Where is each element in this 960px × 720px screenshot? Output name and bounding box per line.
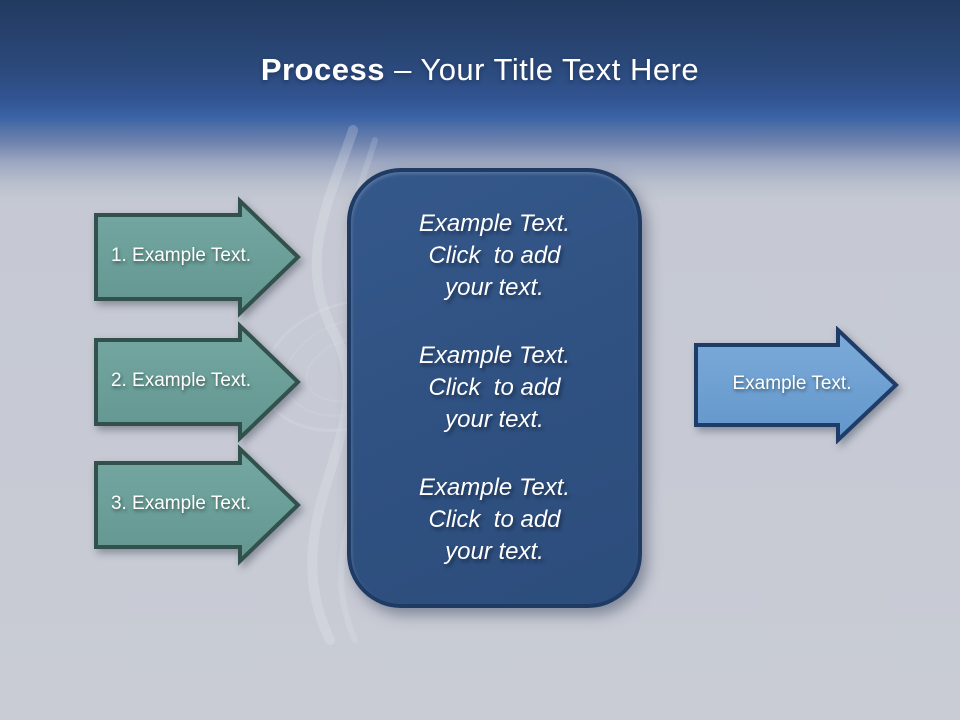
step-label-3: 3. Example Text. [110,493,252,514]
step-arrow-3[interactable]: 3. Example Text. [94,443,304,567]
process-detail-box[interactable]: Example Text. Click to add your text. Ex… [347,168,642,608]
output-arrow[interactable]: Example Text. [694,326,900,444]
placeholder-text-2[interactable]: Example Text. Click to add your text. [418,342,571,433]
placeholder-text-1[interactable]: Example Text. Click to add your text. [418,210,571,301]
arrow-right-shape [94,196,301,318]
step-label-1: 1. Example Text. [110,245,252,266]
title-rest: – Your Title Text Here [384,52,700,87]
step-arrow-2[interactable]: 2. Example Text. [94,320,304,444]
process-detail-content: Example Text. Click to add your text. Ex… [351,172,638,604]
step-arrow-1[interactable]: 1. Example Text. [94,195,304,319]
arrow-right-shape [94,321,301,443]
arrow-right-shape [94,444,301,566]
arrow-right-shape [694,326,899,444]
placeholder-text-3[interactable]: Example Text. Click to add your text. [418,474,571,565]
step-label-2: 2. Example Text. [110,370,252,391]
title-keyword: Process [260,52,385,87]
output-arrow-label: Example Text. [732,373,852,394]
slide-title[interactable]: Process – Your Title Text Here [0,52,960,88]
